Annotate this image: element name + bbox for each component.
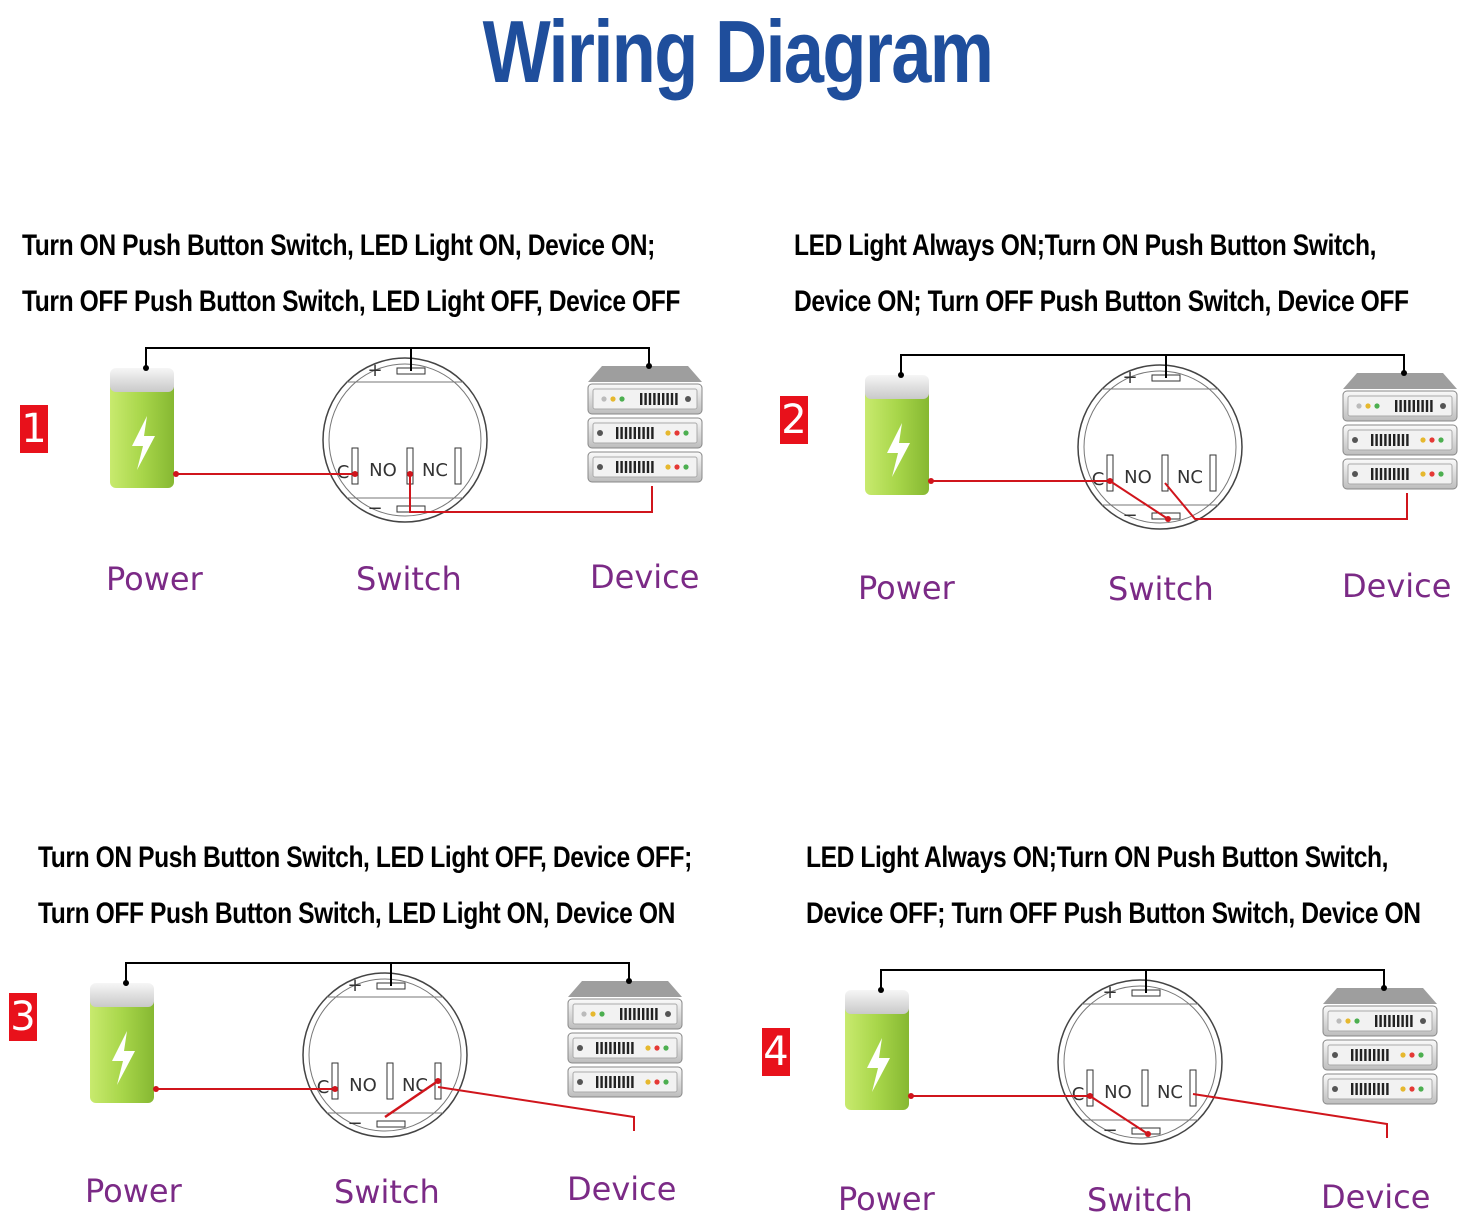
battery-icon: [845, 990, 909, 1110]
c-label: C: [1072, 1084, 1085, 1105]
no-label: NO: [349, 1075, 377, 1096]
nc-label: NC: [1177, 467, 1203, 488]
wires: [143, 347, 653, 513]
panel-4-diagram: + −C NO NC: [845, 969, 1438, 1145]
lightning-icon: [887, 423, 910, 477]
panel-1-power-label: Power: [106, 560, 203, 598]
panel-1-caption-line2: Turn OFF Push Button Switch, LED Light O…: [22, 285, 680, 318]
panel-4-caption-line2: Device OFF; Turn OFF Push Button Switch,…: [806, 897, 1421, 930]
minus-symbol: −: [1102, 1120, 1117, 1141]
panel-4-number-badge: 4: [762, 1028, 790, 1076]
battery-icon: [865, 375, 929, 495]
c-label: C: [317, 1077, 330, 1098]
c-label: C: [1092, 469, 1105, 490]
plus-symbol: +: [347, 975, 362, 996]
panel-3-power-label: Power: [85, 1172, 182, 1210]
battery-icon: [110, 368, 174, 488]
minus-symbol: −: [347, 1113, 362, 1134]
plus-symbol: +: [1122, 367, 1137, 388]
c-terminal: [1106, 454, 1114, 492]
positive-wire: [145, 347, 650, 368]
panel-4-switch-label: Switch: [1087, 1181, 1193, 1219]
minus-terminal: [376, 1120, 406, 1128]
wires: [898, 354, 1408, 522]
no-label: NO: [1104, 1082, 1132, 1103]
no-label: NO: [369, 460, 397, 481]
plus-symbol: +: [1102, 982, 1117, 1003]
nc-to-device-wire: [1192, 1093, 1388, 1138]
panel-4-device-label: Device: [1321, 1178, 1431, 1216]
nc-label: NC: [422, 460, 448, 481]
device-icon: [1322, 988, 1438, 1105]
minus-symbol: −: [367, 498, 382, 519]
lightning-icon: [112, 1031, 135, 1085]
battery-icon: [90, 983, 154, 1103]
positive-wire: [900, 354, 1405, 375]
panel-3-switch-label: Switch: [334, 1173, 440, 1211]
panel-1-switch-label: Switch: [356, 560, 462, 598]
nc-label: NC: [402, 1075, 428, 1096]
nc-label: NC: [1157, 1082, 1183, 1103]
panel-2-power-label: Power: [858, 569, 955, 607]
switch-icon: + −C NO NC: [322, 357, 488, 523]
device-icon: [567, 981, 683, 1098]
c-terminal: [1086, 1069, 1094, 1107]
c-to-minus-wire: [1089, 1095, 1149, 1135]
panel-1-device-label: Device: [590, 558, 700, 596]
switch-icon: + −C NO NC: [1077, 364, 1243, 530]
panel-2-number-badge: 2: [780, 396, 808, 444]
lightning-icon: [867, 1038, 890, 1092]
lightning-icon: [132, 416, 155, 470]
panel-3-caption-line1: Turn ON Push Button Switch, LED Light OF…: [38, 841, 692, 874]
panel-3-caption-line2: Turn OFF Push Button Switch, LED Light O…: [38, 897, 675, 930]
page-title: Wiring Diagram: [482, 2, 994, 101]
panel-4-caption-line1: LED Light Always ON;Turn ON Push Button …: [806, 841, 1389, 874]
switch-icon: + −C NO NC: [302, 972, 468, 1138]
panel-3-diagram: + −C NO NC: [90, 962, 683, 1138]
panel-3-number-badge: 3: [9, 993, 37, 1041]
nc-terminal: [1189, 1069, 1197, 1107]
device-icon: [1342, 373, 1458, 490]
panel-3-device-label: Device: [567, 1170, 677, 1208]
panel-4-power-label: Power: [838, 1180, 935, 1218]
no-terminal: [386, 1062, 394, 1100]
nc-to-device-wire: [437, 1086, 635, 1131]
nc-terminal: [1209, 454, 1217, 492]
panel-1-caption-line1: Turn ON Push Button Switch, LED Light ON…: [22, 229, 655, 262]
panel-2-diagram: + −C NO NC: [865, 354, 1458, 530]
panel-2-switch-label: Switch: [1108, 570, 1214, 608]
no-terminal: [1141, 1069, 1149, 1107]
panel-1-diagram: + −C NO NC: [110, 347, 703, 523]
c-to-minus-wire: [1109, 480, 1169, 520]
minus-symbol: −: [1122, 505, 1137, 526]
panel-2-caption-line2: Device ON; Turn OFF Push Button Switch, …: [794, 285, 1409, 318]
no-terminal: [1161, 454, 1169, 492]
no-label: NO: [1124, 467, 1152, 488]
positive-wire: [880, 969, 1385, 990]
nc-terminal: [454, 447, 462, 485]
panel-1-number-badge: 1: [20, 405, 48, 453]
c-terminal: [351, 447, 359, 485]
wires: [123, 962, 635, 1131]
switch-icon: + −C NO NC: [1057, 979, 1223, 1145]
plus-symbol: +: [367, 360, 382, 381]
no-to-device-wire: [409, 474, 653, 513]
no-to-device-wire: [1164, 482, 1408, 520]
c-label: C: [337, 462, 350, 483]
c-terminal: [331, 1062, 339, 1100]
positive-wire: [125, 962, 630, 983]
panel-2-caption-line1: LED Light Always ON;Turn ON Push Button …: [794, 229, 1377, 262]
minus-to-nc-wire: [384, 1079, 439, 1119]
device-icon: [587, 366, 703, 483]
panel-2-device-label: Device: [1342, 567, 1452, 605]
wires: [878, 969, 1388, 1138]
